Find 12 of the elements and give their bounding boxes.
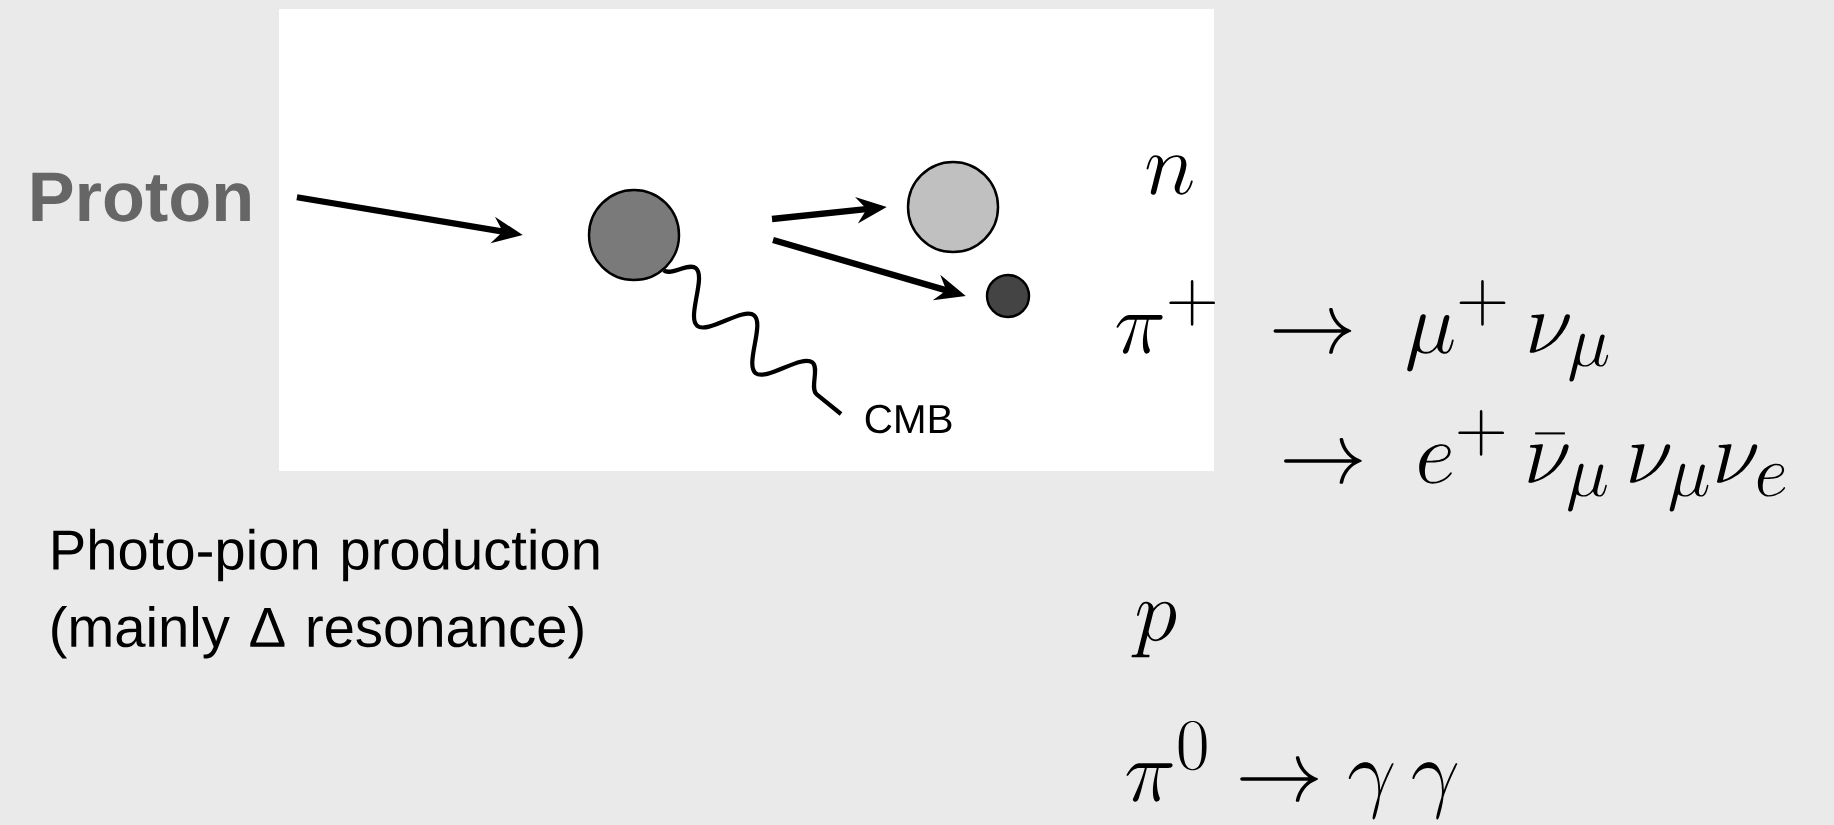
formula: $p$: [1131, 601, 1176, 658]
particle-circle: [906, 160, 1000, 254]
label-text: Proton: [32, 172, 250, 222]
formula: $\pi^{0}\to\gamma\,\gamma$: [1126, 720, 1458, 820]
particle-circle: [985, 273, 1031, 319]
caption-text: Photo-pion production (mainly Δ resonance): [52, 528, 599, 659]
formula: $n$: [1146, 155, 1193, 195]
particle-circle: [587, 188, 681, 282]
label-text: CMB: [865, 404, 952, 434]
formula: $\pi^{+}\;\to\;\mu^{+}\,\nu_{\mu}$: [1116, 280, 1609, 382]
photon-line: [662, 264, 843, 416]
formula: $\to\; e^{+}\,\bar{\nu}_{\mu}\,\nu_{\mu}\nu_{e}$: [1284, 410, 1786, 512]
